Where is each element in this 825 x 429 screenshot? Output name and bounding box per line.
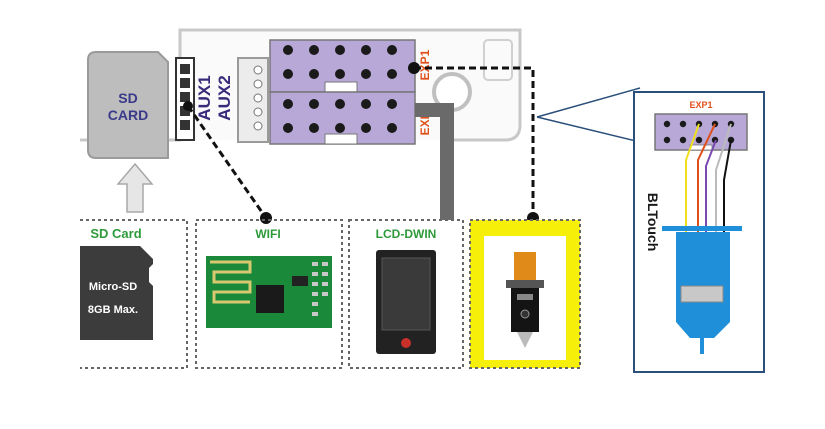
bltouch-sensor: [506, 252, 544, 348]
aux2-label: AUX2: [215, 75, 234, 120]
exp1-label: EXP1: [418, 49, 432, 80]
sd-card-slot: SD CARD: [87, 51, 169, 159]
micro-sd-card: [80, 246, 153, 340]
callout-line: [536, 87, 641, 143]
sd-card-slot-label-1: SD: [118, 90, 137, 106]
lcd-ribbon-cable: [415, 103, 454, 220]
lcd-panel: LCD-DWIN: [348, 219, 464, 369]
lcd-display: [376, 250, 436, 354]
bltouch-inset: EXP1 BLTouch: [633, 91, 765, 373]
board-component: [483, 39, 513, 81]
inset-exp1-header: [654, 113, 748, 151]
micro-sd-label-1: Micro-SD: [89, 281, 137, 293]
aux1-connector: [175, 57, 195, 141]
exp1-header: [269, 39, 416, 93]
lcd-panel-title: LCD-DWIN: [376, 227, 437, 241]
insert-arrow-icon: [116, 162, 154, 213]
micro-sd-label-2: 8GB Max.: [88, 304, 138, 316]
aux1-label: AUX1: [195, 75, 214, 120]
bltouch-panel: [469, 219, 581, 369]
exp2-header: [269, 91, 416, 145]
aux2-connector: [237, 57, 269, 143]
sd-card-panel-title: SD Card: [90, 226, 141, 241]
wifi-panel-title: WIFI: [255, 227, 280, 241]
bltouch-inset-label: BLTouch: [645, 193, 661, 252]
inset-exp1-label: EXP1: [689, 100, 712, 110]
wifi-module: [206, 256, 332, 328]
wifi-panel: WIFI: [195, 219, 343, 369]
sd-card-slot-label-2: CARD: [108, 107, 148, 123]
sd-card-panel: SD Card Micro-SD 8GB Max.: [80, 219, 188, 369]
bltouch-inset-probe: [662, 226, 742, 354]
wifi-wire: [183, 101, 272, 224]
lcd-knob-icon: [401, 338, 411, 348]
